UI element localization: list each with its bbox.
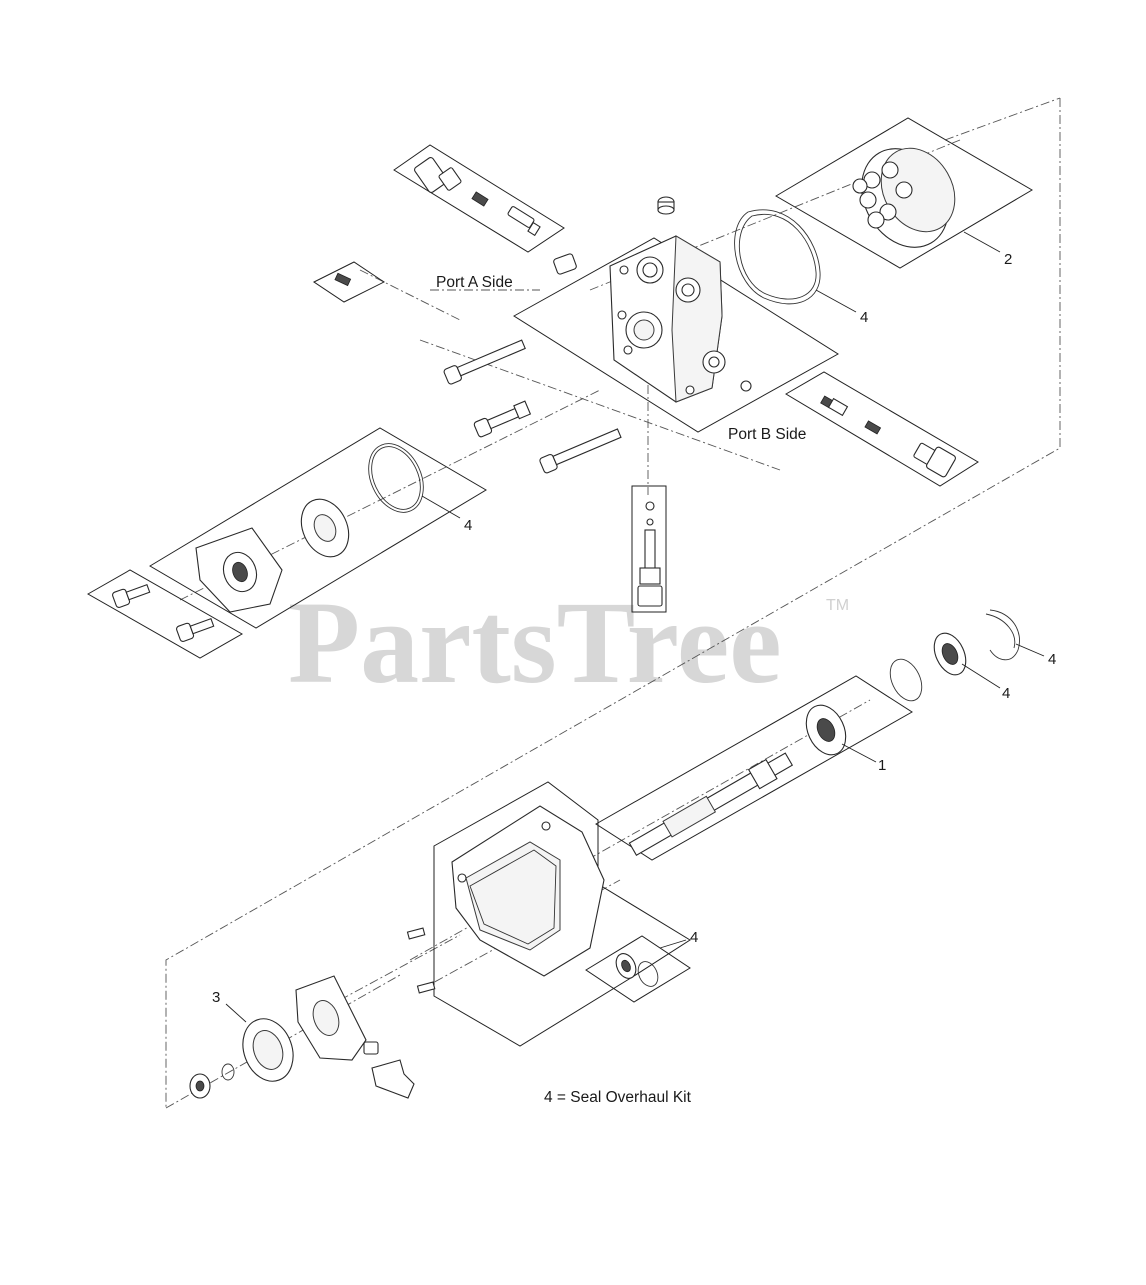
callout-4-lower-seal: 4 — [690, 929, 698, 946]
callout-4-top-oring: 4 — [860, 309, 868, 326]
end-cap-assembly — [189, 975, 415, 1099]
cylinder-block-kit — [775, 117, 1033, 269]
legend-seal-kit: 4 = Seal Overhaul Kit — [544, 1089, 692, 1106]
callout-leaders — [225, 231, 1045, 1023]
spring-kit-small — [313, 261, 385, 303]
callout-3: 3 — [212, 989, 220, 1006]
small-plug — [553, 253, 577, 275]
callout-4-retaining-ring: 4 — [1048, 651, 1056, 668]
center-section-kit — [513, 235, 839, 433]
input-shaft-kit — [595, 675, 913, 861]
shaft-end-parts — [889, 609, 1020, 702]
o-ring-center-section — [734, 209, 821, 305]
vertical-valve-kit — [631, 485, 667, 613]
port-b-side-label: Port B Side — [728, 426, 806, 443]
callout-2: 2 — [1004, 251, 1012, 268]
bolts-center-section — [443, 339, 752, 474]
watermark-text: PartsTree — [288, 577, 782, 708]
check-valve-kit-port-a — [393, 144, 565, 253]
callout-4-seal: 4 — [1002, 685, 1010, 702]
main-housing-kit — [433, 781, 691, 1047]
port-a-side-label: Port A Side — [436, 274, 513, 291]
dowel-pins — [406, 927, 436, 994]
callout-numbers: 2 4 4 4 4 1 4 3 — [212, 251, 1056, 1006]
watermark: PartsTree TM — [288, 577, 849, 708]
check-valve-kit-port-b — [785, 371, 979, 487]
assembly-outline — [165, 97, 1061, 1109]
plug-cap — [657, 196, 675, 215]
watermark-tm: TM — [826, 597, 849, 614]
charge-pump-kit — [149, 427, 487, 629]
lower-seal-kit — [585, 935, 691, 1003]
pump-bolts-kit — [86, 569, 244, 659]
callout-1: 1 — [878, 757, 886, 774]
side-labels: Port A Side Port B Side — [436, 274, 806, 443]
callout-4-left-oring: 4 — [464, 517, 472, 534]
